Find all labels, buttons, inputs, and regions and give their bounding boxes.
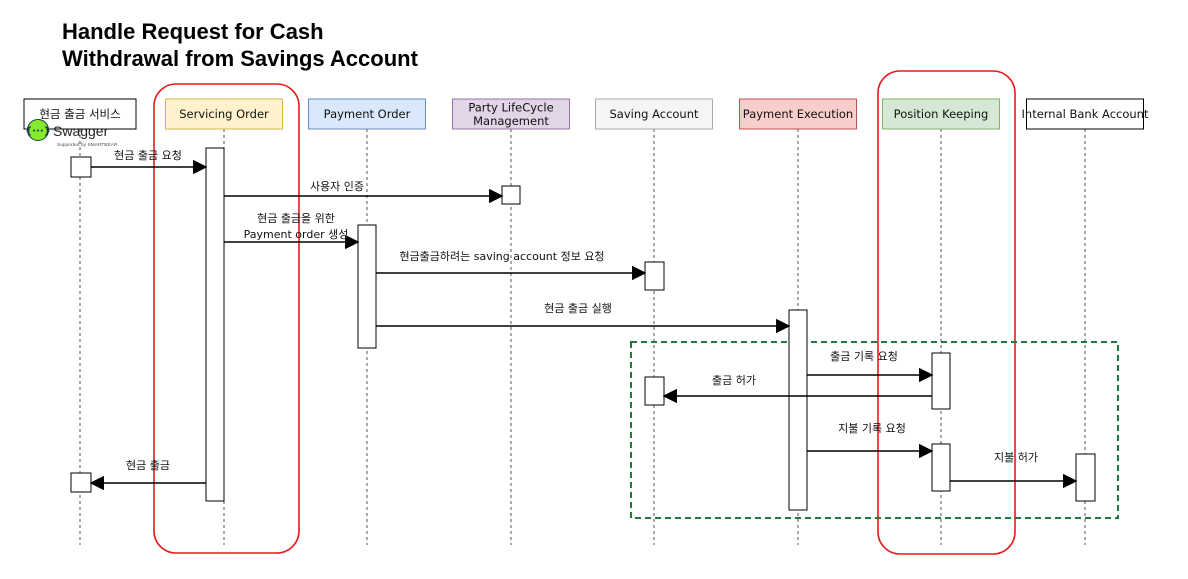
activation-bar-party-lifecycle: [501, 185, 521, 205]
participant-label: Party LifeCycle: [468, 100, 553, 114]
message-3: 현금 출금을 위한 Payment order 생성: [224, 212, 360, 250]
participant-box: [452, 98, 570, 130]
participant-payment-order: Payment Order: [308, 98, 426, 130]
participant-box: [308, 98, 426, 130]
participant-box: [739, 98, 857, 130]
servicing-order-highlight: [153, 83, 300, 554]
message-1: 현금 출금 요청: [91, 149, 208, 175]
swagger-braces-icon: {···}: [25, 126, 51, 137]
participant-label: Servicing Order: [179, 107, 269, 121]
message-label: 현금 출금: [126, 459, 170, 472]
position-keeping-highlight: [877, 70, 1016, 555]
activation-bar-saving-account: [644, 376, 665, 406]
message-label: 출금 기록 요청: [830, 350, 898, 363]
participant-label: Payment Execution: [743, 107, 853, 121]
participant-label: Saving Account: [609, 107, 699, 121]
swagger-brand-text: Swagger: [53, 123, 109, 139]
participant-payment-execution: Payment Execution: [739, 98, 857, 130]
ledger-section-highlight: [630, 341, 1119, 519]
participant-box: [165, 98, 283, 130]
message-label: 현금 출금을 위한: [257, 212, 335, 225]
activation-bar-position-keeping: [931, 352, 951, 410]
message-8: 지불 기록 요청: [807, 422, 934, 459]
activation-bar-position-keeping: [931, 443, 951, 492]
message-label: 현금 출금 요청: [114, 149, 182, 162]
participant-position-keeping: Position Keeping: [882, 98, 1000, 130]
message-label: 지불 허가: [994, 451, 1038, 464]
message-7: 출금 허가: [662, 374, 932, 404]
participant-box: [882, 98, 1000, 130]
activation-bar-saving-account: [644, 261, 665, 291]
participant-label: 현금 출금 서비스: [39, 107, 120, 121]
participant-label: Payment Order: [324, 107, 411, 121]
activation-bar-payment-execution: [788, 309, 808, 511]
diagram-title-line-1: Handle Request for Cash: [62, 19, 324, 44]
swagger-sub-text: Supported by SMARTBEAR: [57, 142, 118, 147]
message-label: 현금출금하려는 saving account 정보 요청: [399, 249, 604, 263]
activation-bar-cash-service: [70, 156, 92, 178]
participant-internal-bank-account: Internal Bank Account: [1022, 98, 1149, 130]
participant-label: Internal Bank Account: [1022, 107, 1149, 121]
participant-label: Position Keeping: [894, 107, 989, 121]
message-10: 현금 출금: [89, 459, 206, 491]
message-4: 현금출금하려는 saving account 정보 요청: [376, 249, 647, 281]
participant-label: Management: [473, 114, 549, 128]
participant-box: [1026, 98, 1144, 130]
participant-box: [595, 98, 713, 130]
participant-servicing-order: Servicing Order: [165, 98, 283, 130]
message-label: 사용자 인증: [310, 180, 364, 193]
diagram-title: Handle Request for Cash Withdrawal from …: [62, 18, 418, 72]
message-label: 출금 허가: [712, 374, 756, 387]
activation-bar-payment-order: [357, 224, 377, 349]
activation-bar-internal-bank-account: [1075, 453, 1096, 502]
message-label: Payment order 생성: [244, 228, 349, 241]
activation-bar-cash-service: [70, 472, 92, 493]
diagram-title-line-2: Withdrawal from Savings Account: [62, 46, 418, 71]
participant-saving-account: Saving Account: [595, 98, 713, 130]
message-9: 지불 허가: [950, 451, 1078, 489]
message-5: 현금 출금 실행: [376, 302, 791, 334]
swagger-logo-icon: [27, 119, 49, 141]
activation-bar-servicing-order: [205, 147, 225, 502]
message-label: 현금 출금 실행: [544, 302, 612, 315]
message-label: 지불 기록 요청: [838, 422, 906, 435]
message-6: 출금 기록 요청: [807, 350, 934, 383]
message-2: 사용자 인증: [224, 180, 504, 204]
